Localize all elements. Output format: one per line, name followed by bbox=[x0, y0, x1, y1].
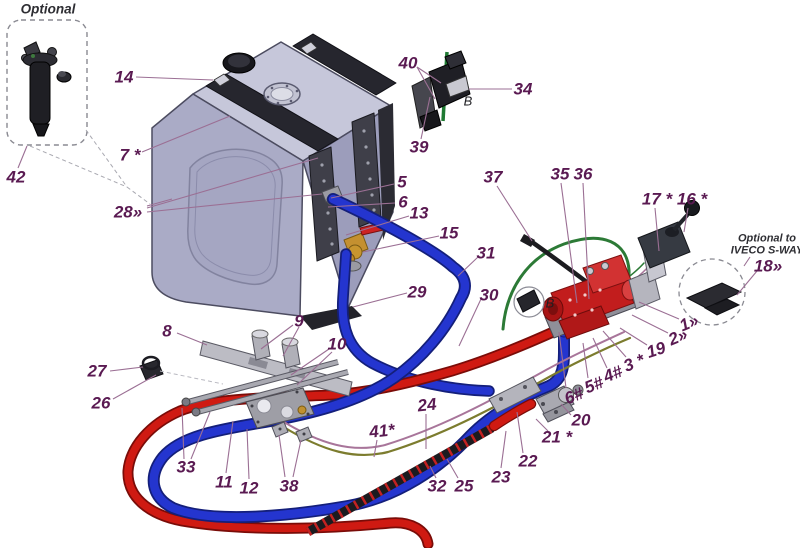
junction-block bbox=[245, 387, 315, 429]
detail-b-marker bbox=[513, 286, 545, 318]
o-ring bbox=[141, 355, 161, 371]
strap-channel-front bbox=[308, 146, 340, 262]
leader-33 bbox=[190, 411, 211, 460]
optional-filter-detail bbox=[6, 19, 151, 205]
adapter-plate bbox=[685, 282, 743, 309]
hoses bbox=[122, 193, 653, 548]
hose-red-stub bbox=[490, 400, 535, 430]
steel-tube-2 bbox=[193, 370, 349, 415]
hose-blue-return bbox=[338, 250, 493, 395]
inspection-flange bbox=[263, 82, 301, 106]
leader-31 bbox=[457, 256, 479, 277]
leader-22 bbox=[516, 411, 524, 454]
leader-10 bbox=[290, 348, 330, 376]
leader-6h bbox=[558, 331, 567, 389]
leader-35 bbox=[560, 182, 578, 304]
tank-recessed-panel bbox=[187, 148, 283, 286]
leader-8 bbox=[176, 332, 208, 346]
hose-suction-ribbed bbox=[305, 424, 495, 536]
leader-18 bbox=[736, 270, 758, 296]
leader-17s bbox=[654, 207, 660, 252]
tank-strap-right bbox=[292, 33, 397, 96]
leader-25 bbox=[446, 458, 459, 479]
leader-28 bbox=[146, 193, 323, 213]
leader-39 bbox=[420, 96, 431, 140]
leader-6 bbox=[327, 202, 396, 208]
fuel-tank bbox=[151, 33, 397, 330]
leader-19 bbox=[619, 327, 648, 346]
leader-42 bbox=[17, 145, 28, 169]
leader-28 bbox=[146, 157, 319, 209]
breather-valve-part bbox=[411, 50, 471, 132]
control-valve bbox=[513, 254, 650, 340]
leader-9 bbox=[282, 326, 300, 357]
leader-12 bbox=[246, 428, 250, 480]
leader-9 bbox=[260, 324, 294, 350]
hose-red-pressure bbox=[124, 305, 608, 548]
leader-14 bbox=[135, 76, 214, 81]
leader-40 bbox=[416, 66, 442, 84]
leader-5h bbox=[582, 342, 589, 379]
leader-38 bbox=[292, 439, 302, 478]
suction-filter-part bbox=[21, 41, 72, 137]
cable-connector bbox=[520, 234, 535, 247]
leader-4h bbox=[592, 337, 608, 369]
hose-blue-supply bbox=[149, 194, 569, 522]
manifold-assembly bbox=[139, 329, 353, 443]
leader-21s bbox=[535, 418, 549, 432]
leader-10 bbox=[296, 351, 333, 386]
line-olive bbox=[280, 336, 632, 457]
leader-3s bbox=[602, 330, 627, 358]
leader-iveco-1 bbox=[743, 256, 751, 267]
cylinder-fitting-1 bbox=[251, 329, 269, 339]
leader-11 bbox=[225, 420, 234, 474]
cable-37 bbox=[529, 239, 604, 296]
leader-37 bbox=[496, 185, 533, 242]
iveco-sway-option bbox=[678, 258, 746, 326]
leader-40 bbox=[416, 66, 436, 100]
leader-33 bbox=[181, 407, 185, 460]
leader-26 bbox=[112, 374, 157, 400]
optional-dashed-box bbox=[6, 19, 88, 146]
leader-2 bbox=[631, 314, 669, 334]
mounting-rail bbox=[199, 340, 353, 397]
line-mauve bbox=[278, 331, 625, 449]
leader-30 bbox=[458, 298, 482, 347]
leader-36 bbox=[582, 182, 590, 300]
leader-38 bbox=[278, 434, 286, 478]
leader-1 bbox=[638, 301, 680, 320]
leader-28 bbox=[146, 198, 173, 207]
leader-7s bbox=[141, 115, 231, 153]
leader-23 bbox=[500, 430, 507, 469]
cylinder-fitting-2 bbox=[281, 337, 299, 347]
leader-lines bbox=[17, 66, 758, 480]
joystick-control bbox=[628, 200, 700, 310]
suction-coupler bbox=[488, 376, 584, 423]
leader-27 bbox=[109, 366, 144, 372]
leader-29 bbox=[352, 292, 408, 308]
leader-20 bbox=[560, 403, 572, 416]
leader-16s bbox=[683, 207, 689, 233]
steel-tube-1 bbox=[183, 360, 339, 405]
leader-13 bbox=[345, 215, 410, 236]
leader-5 bbox=[330, 183, 395, 199]
leader-41s bbox=[373, 439, 378, 458]
leader-32 bbox=[429, 465, 437, 479]
leader-15 bbox=[362, 235, 440, 253]
joystick-knob bbox=[684, 200, 700, 216]
